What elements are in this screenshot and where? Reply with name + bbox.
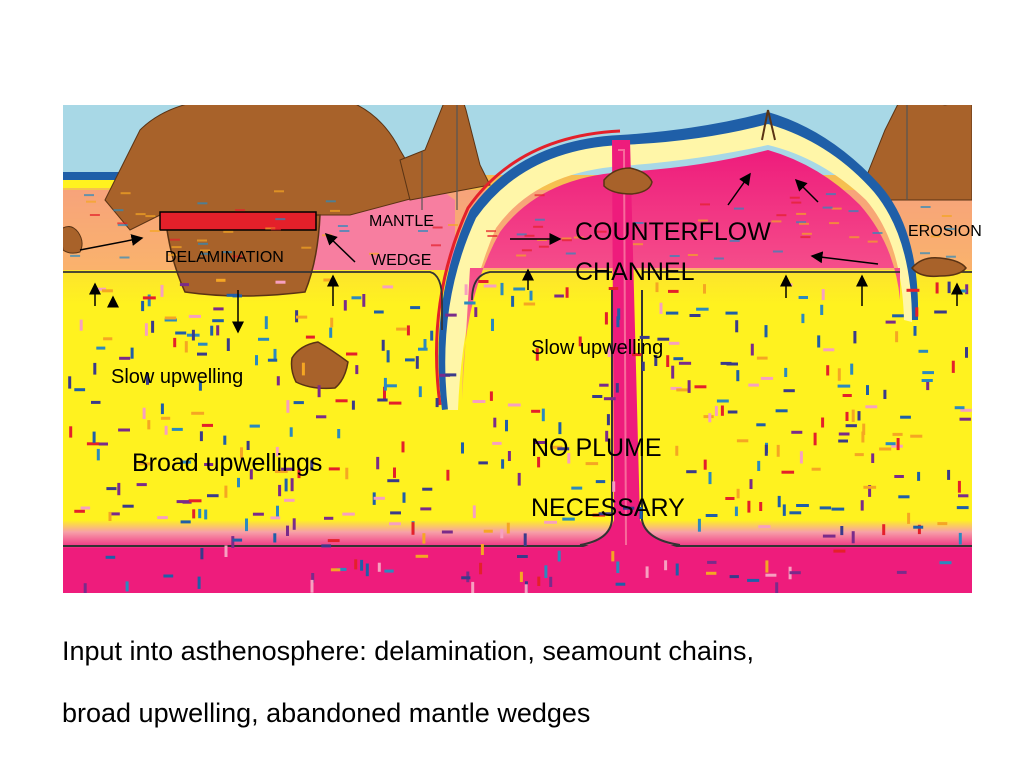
slab-red-edge (435, 129, 621, 406)
central-conduit (580, 140, 680, 548)
caption-line-1: Input into asthenosphere: delamination, … (62, 636, 754, 666)
label-necessary: NECESSARY (531, 494, 685, 522)
delaminating-block (164, 214, 321, 297)
label-wedge: WEDGE (371, 252, 432, 269)
rock-blob-channel (603, 167, 653, 195)
label-slow-upwelling-right: Slow upwelling (531, 337, 664, 359)
rock-blob-erosion (911, 256, 967, 278)
lithosphere-base-line (63, 271, 972, 330)
label-broad-upwellings: Broad upwellings (132, 449, 323, 477)
rock-blob-mid (290, 341, 349, 390)
label-no-plume: NO PLUME (531, 434, 662, 462)
label-slow-upwelling-left: Slow upwelling (111, 366, 244, 388)
ocean-crust-left (63, 172, 123, 180)
flow-arrows (79, 172, 963, 334)
label-counterflow: COUNTERFLOW (575, 218, 771, 246)
conduit-wall-right (641, 290, 681, 546)
label-channel: CHANNEL (575, 258, 695, 286)
conduit-wall-left (579, 290, 613, 546)
label-erosion: EROSION (908, 223, 982, 240)
label-delamination: DELAMINATION (165, 249, 284, 266)
caption-line-2: broad upwelling, abandoned mantle wedges (62, 698, 591, 728)
label-mantle: MANTLE (369, 213, 434, 230)
continent-right (864, 105, 972, 201)
counterflow-channel (462, 150, 900, 400)
mantle-texture (68, 190, 972, 593)
rock-blob-left (63, 226, 83, 254)
